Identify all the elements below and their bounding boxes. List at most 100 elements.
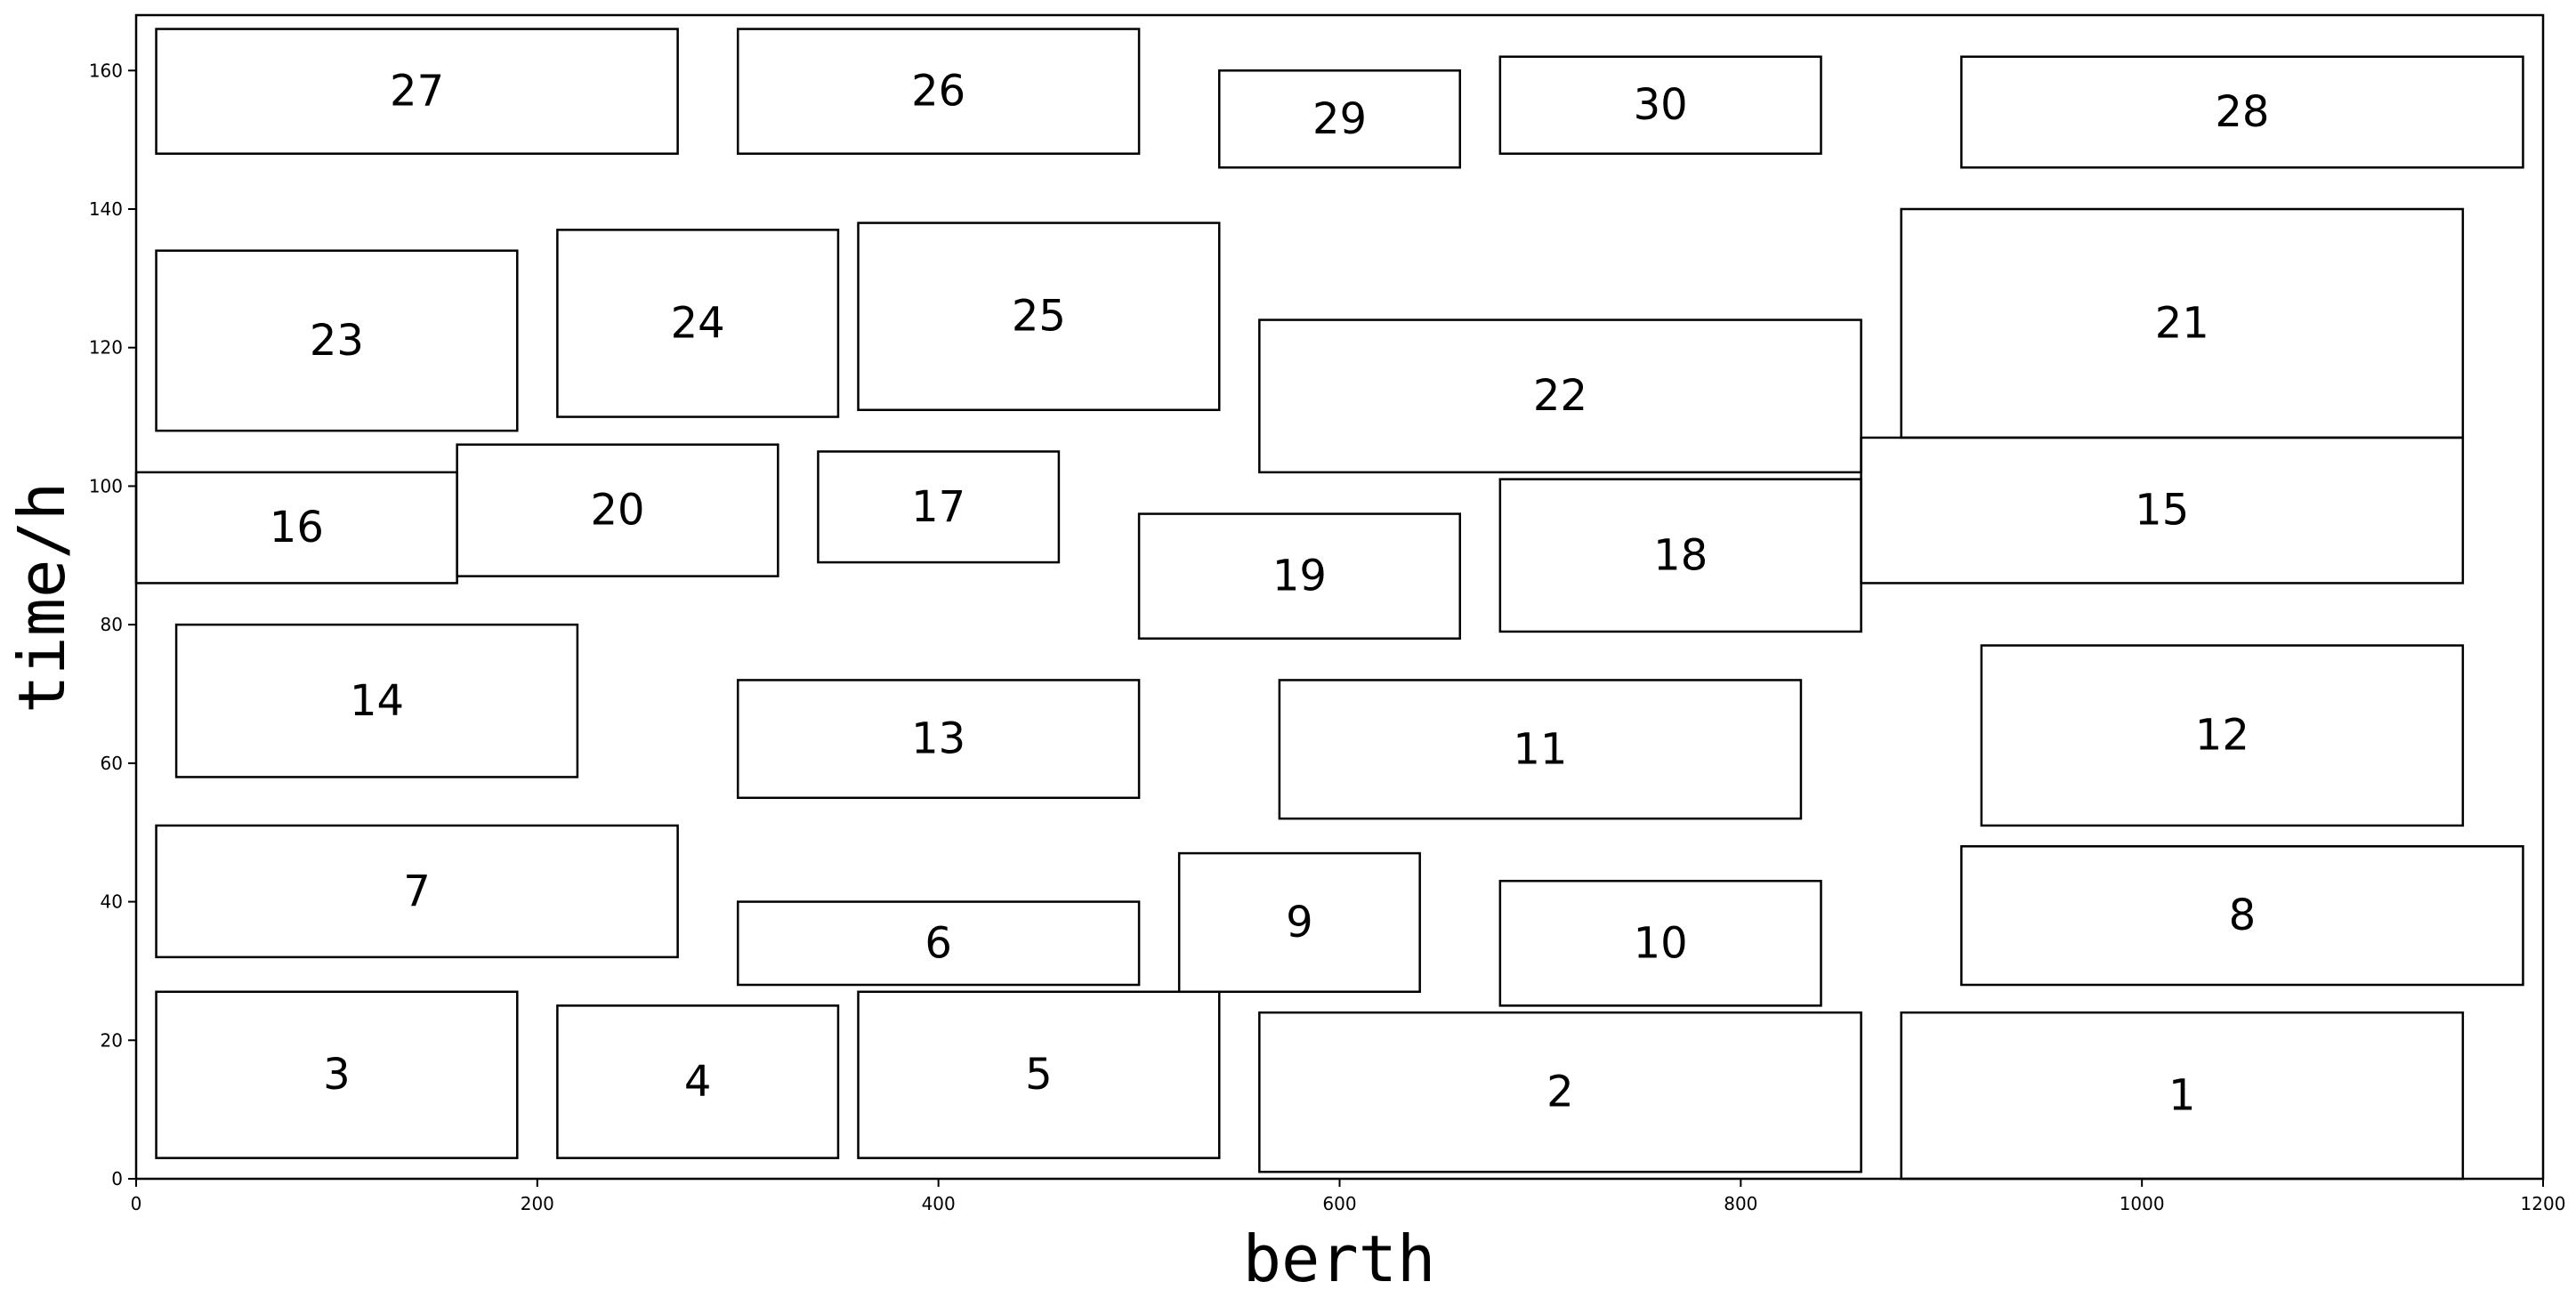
y-tick-label: 160 [89, 60, 123, 81]
rect-box [1278, 679, 1803, 820]
berth-rect-26: 26 [737, 28, 1141, 155]
y-tick-label: 20 [101, 1029, 123, 1051]
rect-label: 22 [1533, 371, 1587, 421]
rect-box [155, 824, 679, 959]
y-tick-label: 140 [89, 198, 123, 220]
berth-rect-30: 30 [1498, 55, 1822, 155]
rect-box [1218, 69, 1461, 169]
y-axis-ticks: 0 20 40 60 80 100 120 140 160 [89, 60, 136, 1189]
plot-frame [134, 13, 2545, 1181]
berth-rect-28: 28 [1960, 55, 2524, 169]
rect-box [456, 443, 779, 577]
berth-rect-8: 8 [1960, 845, 2524, 987]
berth-rect-4: 4 [556, 1004, 840, 1159]
berth-rect-13: 13 [737, 679, 1141, 800]
rect-box [1498, 879, 1822, 1007]
berth-rect-3: 3 [155, 990, 519, 1159]
x-tick-label: 200 [521, 1193, 554, 1214]
rect-box [1900, 1011, 2465, 1181]
rect-box [155, 28, 679, 155]
rect-box [1258, 1011, 1862, 1173]
rect-box [1498, 478, 1862, 633]
rect-label: 27 [390, 67, 444, 117]
rect-label: 29 [1312, 94, 1367, 144]
rect-box [737, 900, 1141, 987]
berth-rect-10: 10 [1498, 879, 1822, 1007]
y-tick-label: 120 [89, 337, 123, 359]
berth-rect-25: 25 [857, 222, 1221, 412]
rect-label: 9 [1286, 898, 1313, 947]
berth-rect-19: 19 [1137, 512, 1462, 640]
berth-rect-6: 6 [737, 900, 1141, 987]
rect-box [737, 679, 1141, 800]
rect-label: 18 [1653, 530, 1708, 580]
x-tick-label: 1000 [2120, 1193, 2165, 1214]
rect-label: 17 [911, 482, 965, 532]
rect-label: 4 [684, 1057, 712, 1107]
rect-label: 10 [1634, 918, 1688, 968]
rect-label: 21 [2155, 298, 2209, 348]
rect-box [1258, 318, 1862, 474]
berth-rect-20: 20 [456, 443, 779, 577]
berth-rect-14: 14 [174, 623, 579, 778]
rect-label: 13 [911, 714, 965, 764]
berth-rect-21: 21 [1900, 207, 2465, 439]
rect-label: 16 [270, 503, 324, 552]
rect-label: 20 [590, 486, 644, 536]
berth-rect-11: 11 [1278, 679, 1803, 820]
rect-label: 26 [911, 67, 965, 117]
rect-label: 30 [1634, 80, 1688, 130]
rect-label: 23 [310, 316, 364, 366]
y-axis-title: time/h [4, 482, 79, 713]
rect-box [817, 450, 1061, 564]
berth-rect-9: 9 [1177, 851, 1421, 994]
rect-box [155, 990, 519, 1159]
rect-label: 15 [2135, 486, 2189, 536]
berth-rect-27: 27 [155, 28, 679, 155]
rect-label: 6 [925, 918, 952, 968]
rect-label: 12 [2195, 711, 2249, 761]
berth-rect-17: 17 [817, 450, 1061, 564]
rect-box [556, 1004, 840, 1159]
rect-label: 3 [323, 1050, 351, 1100]
rect-box [556, 229, 840, 418]
berth-rect-23: 23 [155, 249, 519, 432]
rect-box [1980, 644, 2465, 827]
berth-rect-24: 24 [556, 229, 840, 418]
x-tick-label: 1200 [2521, 1193, 2566, 1214]
rect-label: 8 [2229, 891, 2257, 940]
x-tick-label: 0 [131, 1193, 142, 1214]
rect-box [1960, 55, 2524, 169]
rect-label: 25 [1012, 292, 1066, 342]
rect-box [1177, 851, 1421, 994]
y-tick-label: 60 [101, 753, 123, 774]
berth-rect-7: 7 [155, 824, 679, 959]
berth-rect-2: 2 [1258, 1011, 1862, 1173]
rect-box [857, 222, 1221, 412]
rect-label: 5 [1025, 1050, 1053, 1100]
x-axis-title: berth [1243, 1221, 1436, 1296]
y-tick-label: 100 [89, 475, 123, 496]
y-tick-label: 80 [101, 614, 123, 635]
berth-rect-15: 15 [1860, 436, 2465, 585]
berth-rect-16: 16 [134, 471, 458, 585]
rect-box [1137, 512, 1462, 640]
berth-rect-5: 5 [857, 990, 1221, 1159]
berth-rect-18: 18 [1498, 478, 1862, 633]
rect-label: 1 [2168, 1071, 2196, 1121]
rect-box [857, 990, 1221, 1159]
rect-box [737, 28, 1141, 155]
rect-label: 14 [350, 676, 404, 726]
berth-rect-29: 29 [1218, 69, 1461, 169]
berth-rect-12: 12 [1980, 644, 2465, 827]
rect-box [1900, 207, 2465, 439]
y-tick-label: 0 [111, 1168, 123, 1189]
rect-label: 28 [2215, 87, 2269, 137]
rect-label: 24 [671, 298, 725, 348]
rect-label: 19 [1272, 552, 1327, 601]
rect-box [174, 623, 579, 778]
y-tick-label: 40 [101, 891, 123, 913]
rect-box [1498, 55, 1822, 155]
